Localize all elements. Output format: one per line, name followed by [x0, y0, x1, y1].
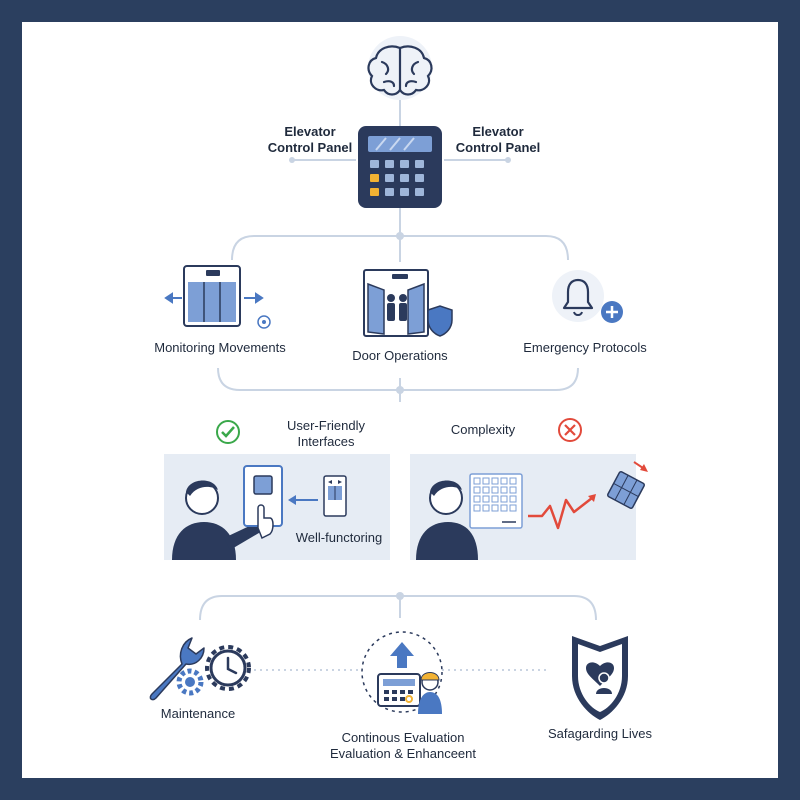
- keypad-key: [491, 477, 499, 485]
- check-icon: [216, 420, 240, 444]
- keypad-key: [500, 504, 508, 512]
- keypad-key: [509, 504, 517, 512]
- complexity-illustration: [416, 461, 648, 560]
- emergency-label: Emergency Protocols: [523, 340, 647, 355]
- keypad-key: [509, 486, 517, 494]
- keypad-key: [473, 477, 481, 485]
- wrench-gears-icon: [149, 637, 251, 701]
- elevator-car-icon: [164, 265, 271, 329]
- doors-label: Door Operations: [352, 348, 448, 363]
- maintenance-label: Maintenance: [160, 706, 236, 721]
- heart-shield-icon: [572, 636, 628, 720]
- brain-icon: [367, 36, 433, 100]
- panel-label-left: Elevator Control Panel: [250, 124, 370, 156]
- keypad-key: [509, 495, 517, 503]
- keypad-key: [491, 486, 499, 494]
- keypad-key: [500, 486, 508, 494]
- keypad-key: [482, 495, 490, 503]
- safeguarding-label: Safagarding Lives: [547, 726, 653, 741]
- monitoring-label: Monitoring Movements: [154, 340, 286, 355]
- good-heading-line2: Interfaces: [297, 434, 355, 449]
- bad-heading: Complexity: [450, 422, 516, 437]
- keypad-icon: [358, 126, 442, 208]
- panel-label-right-line2: Control Panel: [455, 140, 541, 155]
- keypad-key: [509, 477, 517, 485]
- keypad-key: [491, 495, 499, 503]
- good-caption: Well-functoring: [295, 530, 383, 545]
- bell-plus-icon: [552, 270, 623, 323]
- keypad-key: [482, 486, 490, 494]
- good-heading: User-Friendly Interfaces: [274, 418, 378, 450]
- user-touch-illustration: [172, 465, 347, 560]
- keypad-key: [500, 477, 508, 485]
- good-heading-line1: User-Friendly: [286, 418, 365, 433]
- diagram-canvas: Elevator Control Panel Elevator Control …: [22, 22, 778, 778]
- keypad-key: [491, 504, 499, 512]
- keypad-key: [473, 495, 481, 503]
- upgrade-worker-icon: [361, 631, 443, 714]
- panel-label-right-line1: Elevator: [472, 124, 524, 139]
- cross-icon: [558, 418, 582, 442]
- keypad-key: [500, 495, 508, 503]
- elevator-door-icon: [363, 269, 453, 337]
- evaluation-label-line2: Evaluation & Enhanceent: [330, 746, 476, 761]
- keypad-key: [473, 486, 481, 494]
- evaluation-label-line1: Continous Evaluation: [341, 730, 465, 745]
- panel-label-left-line2: Control Panel: [267, 140, 353, 155]
- evaluation-label: Continous Evaluation Evaluation & Enhanc…: [318, 730, 488, 762]
- panel-label-left-line1: Elevator: [284, 124, 336, 139]
- keypad-key: [473, 504, 481, 512]
- keypad-key: [482, 504, 490, 512]
- keypad-key: [482, 477, 490, 485]
- panel-label-right: Elevator Control Panel: [438, 124, 558, 156]
